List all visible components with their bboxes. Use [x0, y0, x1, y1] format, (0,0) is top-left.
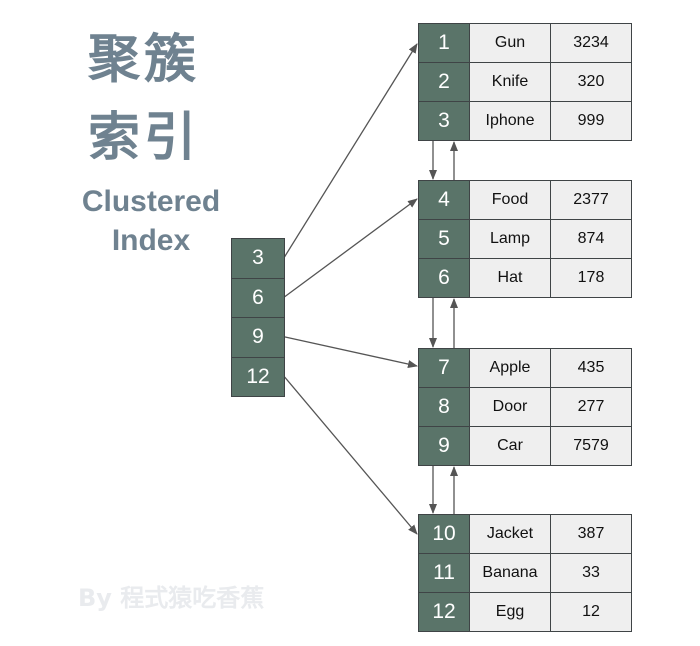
row-name-cell: Egg	[469, 592, 551, 632]
row-name-cell: Food	[469, 180, 551, 220]
row-id-cell: 12	[418, 592, 470, 632]
row-name-cell: Lamp	[469, 219, 551, 259]
pointer-arrow	[283, 198, 418, 298]
pointer-arrow	[283, 43, 418, 259]
row-name-cell: Jacket	[469, 514, 551, 554]
row-value-cell: 320	[550, 62, 632, 102]
title-chinese-line-1: 聚簇	[88, 30, 201, 90]
index-key-cell: 9	[231, 317, 285, 358]
row-name-cell: Gun	[469, 23, 551, 63]
pointer-arrow	[283, 336, 418, 368]
row-id-cell: 9	[418, 426, 470, 466]
index-key-cell: 12	[231, 356, 285, 397]
row-name-cell: Banana	[469, 553, 551, 593]
row-name-cell: Knife	[469, 62, 551, 102]
index-key-cell: 3	[231, 238, 285, 279]
row-name-cell: Door	[469, 387, 551, 427]
title-english-line-1: Clustered	[81, 185, 221, 218]
row-value-cell: 999	[550, 101, 632, 141]
row-id-cell: 11	[418, 553, 470, 593]
row-id-cell: 10	[418, 514, 470, 554]
pointer-arrow	[283, 375, 418, 535]
row-value-cell: 277	[550, 387, 632, 427]
index-key-cell: 6	[231, 277, 285, 318]
row-id-cell: 5	[418, 219, 470, 259]
row-value-cell: 33	[550, 553, 632, 593]
row-value-cell: 178	[550, 258, 632, 298]
row-id-cell: 4	[418, 180, 470, 220]
row-id-cell: 7	[418, 348, 470, 388]
row-id-cell: 3	[418, 101, 470, 141]
row-value-cell: 2377	[550, 180, 632, 220]
row-value-cell: 874	[550, 219, 632, 259]
row-name-cell: Hat	[469, 258, 551, 298]
title-chinese-line-2: 索引	[88, 108, 201, 168]
row-id-cell: 1	[418, 23, 470, 63]
row-value-cell: 12	[550, 592, 632, 632]
row-id-cell: 2	[418, 62, 470, 102]
row-name-cell: Iphone	[469, 101, 551, 141]
row-value-cell: 387	[550, 514, 632, 554]
row-id-cell: 8	[418, 387, 470, 427]
row-value-cell: 7579	[550, 426, 632, 466]
author-credit: By 程式猿吃香蕉	[78, 584, 265, 612]
row-name-cell: Apple	[469, 348, 551, 388]
title-english-line-2: Index	[111, 224, 191, 257]
row-name-cell: Car	[469, 426, 551, 466]
row-id-cell: 6	[418, 258, 470, 298]
row-value-cell: 435	[550, 348, 632, 388]
row-value-cell: 3234	[550, 23, 632, 63]
